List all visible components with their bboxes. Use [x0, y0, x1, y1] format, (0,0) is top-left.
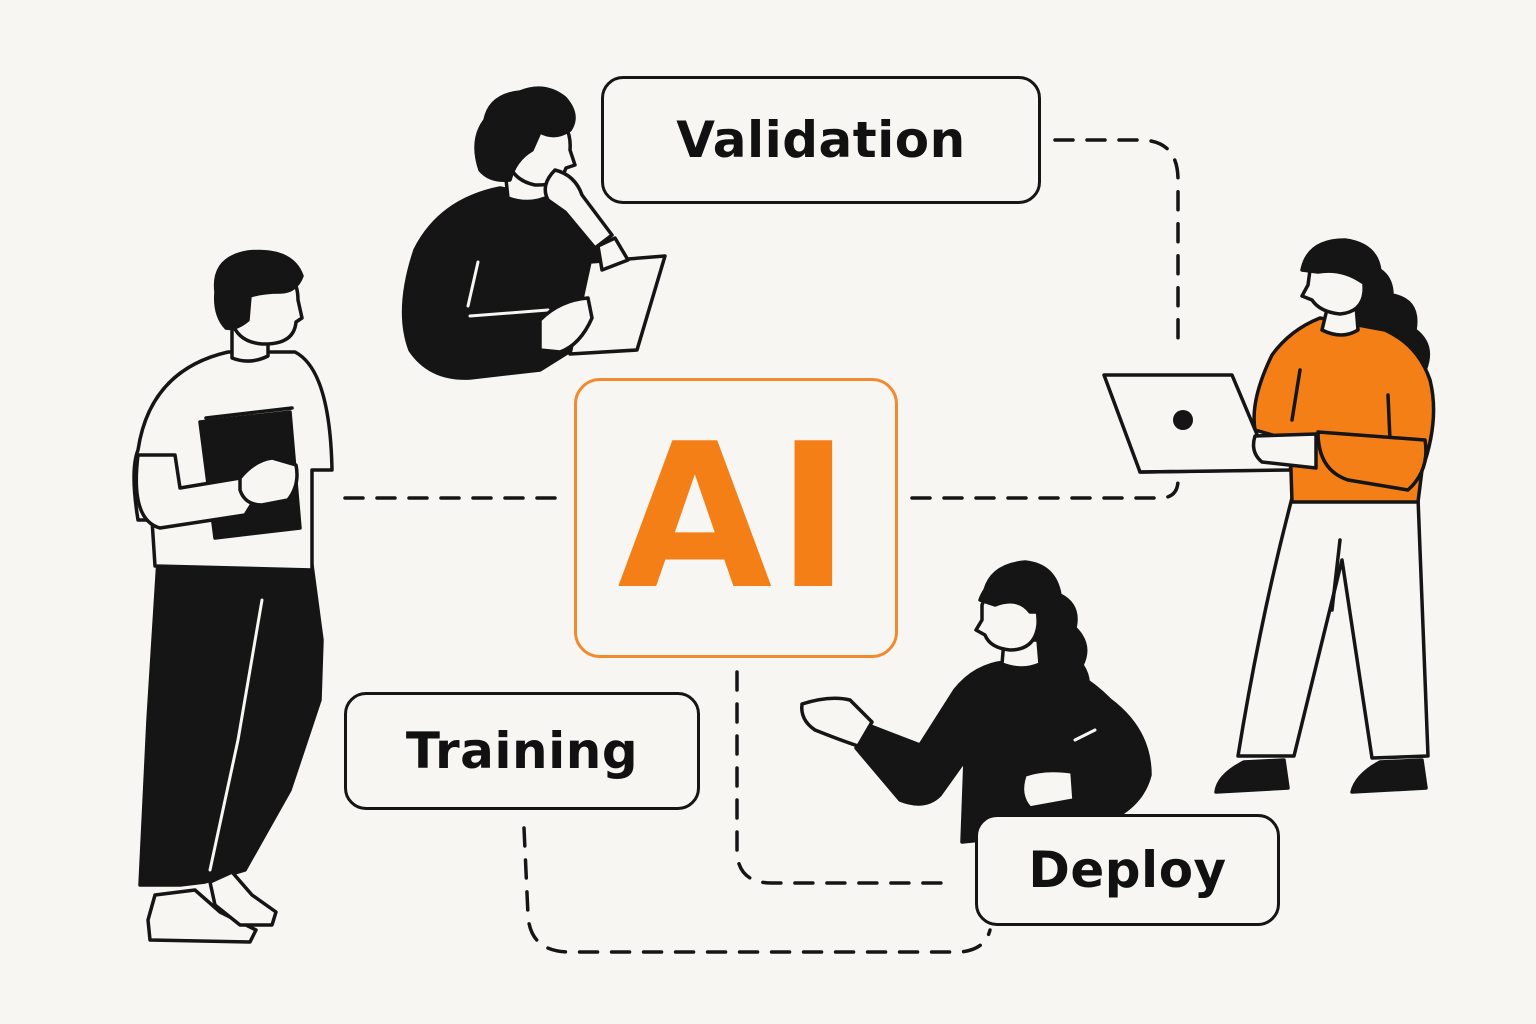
- connector-validation-to-laptop: [1053, 138, 1180, 347]
- torso-line: [466, 260, 550, 318]
- hand: [238, 456, 299, 507]
- trousers: [138, 558, 324, 887]
- connector-ai-to-deploy: [735, 670, 947, 885]
- trouser-crease: [208, 598, 264, 872]
- book-edge: [204, 406, 294, 420]
- connector-ai-to-laptop: [910, 478, 1180, 500]
- node-ai-center: AI: [574, 378, 898, 658]
- node-deploy-label: Deploy: [1028, 841, 1227, 899]
- shoe-left: [1214, 758, 1290, 794]
- node-validation: Validation: [601, 76, 1041, 204]
- sweater-fold: [1290, 368, 1392, 442]
- hands: [1251, 432, 1318, 470]
- laptop-logo: [1173, 410, 1193, 430]
- gesturing-hand: [800, 696, 874, 748]
- connector-training-to-deploy: [522, 826, 992, 954]
- shoe-left: [146, 888, 258, 944]
- shoe-right: [1350, 758, 1428, 794]
- trousers: [1236, 496, 1430, 760]
- arm-fold: [1073, 728, 1097, 742]
- person-thinking-with-tablet: [401, 86, 667, 380]
- node-training-label: Training: [405, 722, 639, 780]
- shoe-right: [208, 870, 278, 927]
- thinking-arm: [543, 168, 614, 250]
- tablet-hand: [538, 296, 594, 354]
- resting-hand: [1020, 768, 1076, 810]
- person-with-laptop: [1102, 238, 1436, 794]
- tablet-arm: [596, 236, 630, 272]
- trouser-crease: [1330, 538, 1342, 612]
- node-validation-label: Validation: [676, 111, 966, 169]
- hair: [474, 86, 576, 183]
- node-training: Training: [344, 692, 700, 810]
- hair-front: [978, 572, 1048, 614]
- node-deploy: Deploy: [975, 814, 1280, 926]
- hair: [213, 249, 304, 331]
- person-standing-with-book: [132, 249, 334, 944]
- arm: [1316, 430, 1428, 492]
- connectors: [343, 138, 1180, 954]
- ai-center-label: AI: [617, 401, 855, 634]
- hair-front: [1300, 238, 1382, 284]
